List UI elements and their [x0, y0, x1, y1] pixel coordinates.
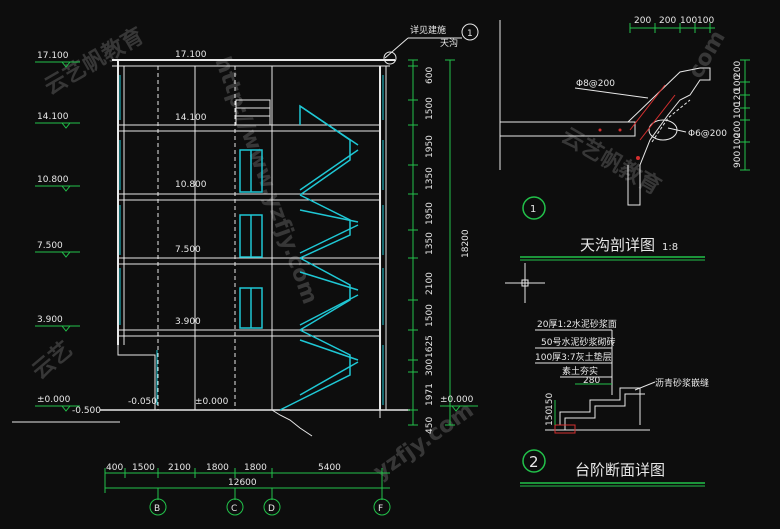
dim-label: 1625 — [425, 335, 435, 358]
inner-level: 10.800 — [175, 180, 207, 190]
watermark: http://www.yzfjy.com — [209, 54, 322, 308]
axis-label: F — [378, 504, 383, 514]
rebar-label: Φ6@200 — [688, 129, 727, 139]
detail-title: 台阶断面详图 — [575, 461, 665, 479]
dim-label: 2100 — [425, 272, 435, 295]
rebar-label: Φ8@200 — [576, 79, 615, 89]
inner-level: 3.900 — [175, 317, 201, 327]
dim-label: 100 — [733, 133, 743, 150]
step-layers: 20厚1:2水泥砂浆面 50号水泥砂浆砌砖 100厚3:7灰土垫层 素土夯实 沥… — [535, 318, 709, 395]
dim-label: 1971 — [425, 383, 435, 406]
gutter-note: 详见建施 — [410, 24, 446, 36]
dim-label: 200 — [634, 16, 651, 26]
inner-level: -0.050 — [128, 397, 157, 407]
dim-label: 150 — [545, 393, 555, 410]
watermark: 云艺 — [27, 336, 77, 384]
total-height-label: 18200 — [461, 229, 471, 258]
detail-title: 天沟剖详图 — [580, 236, 655, 254]
axis-label: C — [231, 504, 237, 514]
left-level-marks: 17.100 14.100 10.800 7.500 3.900 ±0.000 … — [12, 51, 120, 423]
dim-label: 900 — [733, 151, 743, 168]
inner-level-labels: 17.100 14.100 10.800 7.500 3.900 ±0.000 … — [128, 50, 229, 407]
level-label: 17.100 — [37, 51, 69, 61]
detail-scale: 1:8 — [662, 242, 678, 253]
layer-label: 50号水泥砂浆砌砖 — [541, 336, 615, 348]
dim-label: 280 — [583, 376, 600, 386]
layer-label: 20厚1:2水泥砂浆面 — [537, 318, 617, 330]
dim-label: 1800 — [244, 463, 267, 473]
dim-label: 200 — [733, 61, 743, 78]
callout-number: 2 — [529, 453, 539, 471]
step-section — [545, 383, 650, 434]
watermark: com — [684, 26, 731, 83]
dim-label: 1950 — [425, 202, 435, 225]
layer-label: 100厚3:7灰土垫层 — [535, 351, 612, 363]
horizontal-dimensions — [104, 468, 390, 500]
dim-label: 1350 — [425, 232, 435, 255]
level-label: 7.500 — [37, 241, 63, 251]
dim-label: 5400 — [318, 463, 341, 473]
vertical-dimensions — [408, 59, 455, 426]
step-dim-labels: 280 150 150 — [545, 376, 600, 426]
dim-label: 100 — [680, 16, 697, 26]
dim-label: 200 — [733, 121, 743, 138]
level-label: 10.800 — [37, 175, 69, 185]
callout-number: 1 — [530, 204, 536, 215]
gutter-title-block: 1 天沟剖详图 1:8 — [520, 196, 705, 261]
gutter-detail — [499, 20, 711, 206]
vertical-dimension-labels: 600 1500 1950 1350 1950 1350 2100 1500 1… — [425, 67, 471, 434]
dim-label: 200 — [659, 16, 676, 26]
dim-label: 1500 — [425, 97, 435, 120]
dim-label: 1800 — [206, 463, 229, 473]
step-note: 沥青砂浆嵌缝 — [655, 377, 709, 389]
level-label: ±0.000 — [440, 395, 474, 405]
watermark: yzfjy.com — [369, 398, 478, 485]
level-label: 3.900 — [37, 315, 63, 325]
gutter-label: 天沟 — [440, 37, 458, 49]
entrance-steps — [271, 409, 313, 437]
total-width-label: 12600 — [228, 478, 257, 488]
inner-level: 17.100 — [175, 50, 207, 60]
dim-label: 100 — [697, 16, 714, 26]
watermark: 云艺帆教育 — [557, 123, 665, 201]
dim-label: 1500 — [425, 304, 435, 327]
dim-label: 100 — [733, 102, 743, 119]
dim-label: 150 — [545, 409, 555, 426]
right-level-mark: ±0.000 — [440, 395, 478, 412]
dim-label: 450 — [425, 417, 435, 434]
horizontal-dimension-labels: 400 1500 2100 1800 1800 5400 12600 — [106, 463, 341, 488]
building-section — [100, 59, 410, 411]
dim-label: 400 — [106, 463, 123, 473]
level-label: 14.100 — [37, 112, 69, 122]
dim-label: 120 — [733, 89, 743, 106]
gutter-dim-labels: 200 200 100 100 200 100 120 100 200 100 … — [576, 16, 743, 168]
dim-label: 1950 — [425, 135, 435, 158]
axis-markers: B C D F — [149, 498, 391, 516]
axis-label: D — [268, 504, 275, 514]
dim-label: 300 — [425, 359, 435, 376]
dim-label: 600 — [425, 67, 435, 84]
watermark: 云艺帆教育 — [40, 23, 148, 101]
dim-label: 2100 — [168, 463, 191, 473]
level-label: ±0.000 — [37, 395, 71, 405]
inner-level: 14.100 — [175, 113, 207, 123]
callout-number: 1 — [467, 29, 473, 39]
dim-label: 1500 — [132, 463, 155, 473]
step-title-block: 2 台阶断面详图 — [520, 449, 705, 487]
dim-label: 100 — [733, 75, 743, 92]
gutter-dims — [629, 23, 750, 171]
cad-crosshair — [505, 263, 545, 303]
inner-level: ±0.000 — [195, 397, 229, 407]
axis-label: B — [154, 504, 160, 514]
inner-level: 7.500 — [175, 245, 201, 255]
layer-label: 素土夯实 — [562, 365, 598, 377]
gutter-callout: 1 详见建施 天沟 — [383, 23, 479, 65]
level-label: -0.500 — [72, 406, 101, 416]
dim-label: 1350 — [425, 167, 435, 190]
